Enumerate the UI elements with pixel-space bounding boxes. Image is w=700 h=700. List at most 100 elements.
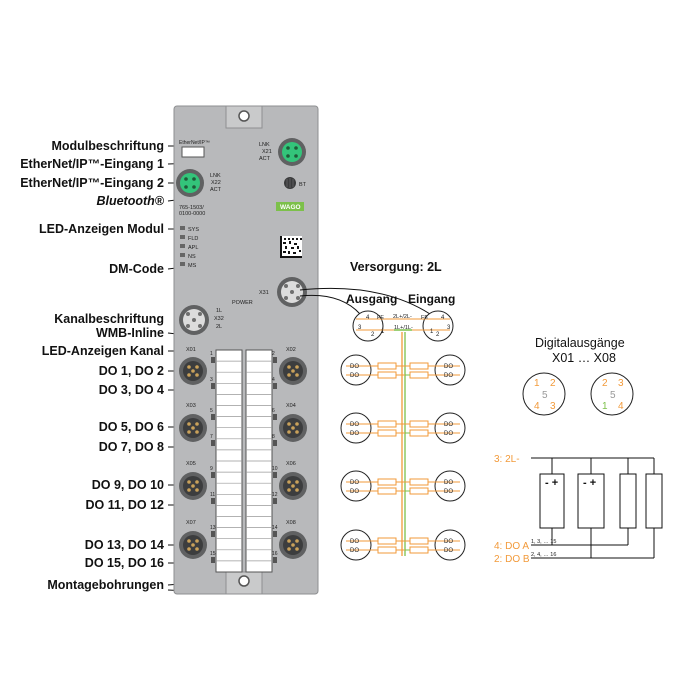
svg-text:1: 1 — [602, 401, 608, 412]
channel-number: 16 — [272, 551, 278, 557]
svg-text:2: 2 — [436, 332, 440, 338]
channel-number: 6 — [272, 408, 275, 414]
do-label: DO — [350, 539, 359, 545]
pinout-connector-a: 1 2 5 4 3 — [522, 372, 566, 416]
svg-text:2: 2 — [602, 378, 608, 389]
channel-number: 8 — [272, 434, 275, 440]
supply-fe-left: FE — [377, 315, 384, 321]
supply-arrows — [299, 287, 431, 315]
supply-eingang: Eingang — [408, 292, 456, 306]
do-label: DO — [350, 480, 359, 486]
x32-2l-text: 2L — [216, 324, 222, 330]
led-ms-text: MS — [188, 263, 197, 269]
output-port-x07 — [179, 531, 207, 559]
output-port-x04 — [279, 414, 307, 442]
svg-text:3: 3 — [618, 378, 624, 389]
channel-led — [211, 498, 215, 504]
do-label: DO — [444, 489, 453, 495]
channel-number: 4 — [272, 377, 275, 383]
port-label-x06: X06 — [286, 461, 296, 467]
output-port-x01 — [179, 357, 207, 385]
part-suffix: 0100-0000 — [179, 211, 205, 217]
svg-text:5: 5 — [542, 390, 548, 401]
pinout-connector-b: 2 3 5 1 4 — [590, 372, 634, 416]
channel-led — [273, 472, 277, 478]
load-circuit — [531, 457, 663, 559]
output-port-x06 — [279, 472, 307, 500]
module-brand-text: EtherNet/IP™ — [179, 140, 210, 146]
do-label: DO — [444, 431, 453, 437]
label-do-13-14: DO 13, DO 14 — [84, 538, 164, 552]
do-label: DO — [444, 480, 453, 486]
channel-led — [211, 557, 215, 563]
supply-ausgang: Ausgang — [346, 292, 398, 306]
module-leds — [180, 226, 185, 266]
port-label-x05: X05 — [186, 461, 196, 467]
port-label-x01: X01 — [186, 347, 196, 353]
output-port-x02 — [279, 357, 307, 385]
do-label: DO — [444, 373, 453, 379]
outputs-title: Digitalausgänge — [535, 336, 625, 350]
label-do-7-8: DO 7, DO 8 — [98, 440, 164, 454]
channel-number: 1 — [210, 351, 213, 357]
channel-number: 15 — [210, 551, 216, 557]
channel-number: 12 — [272, 492, 278, 498]
led-ns-text: NS — [188, 254, 196, 260]
supply-bus — [401, 332, 406, 556]
bluetooth-grille-icon — [286, 178, 294, 188]
channel-led — [273, 557, 277, 563]
x22-text: X22 — [211, 180, 221, 186]
module-marking-card — [181, 146, 205, 158]
port-x31 — [277, 277, 307, 307]
label-bluetooth: Bluetooth® — [96, 194, 164, 208]
pin-do-b-label: 2: DO B — [494, 554, 530, 565]
svg-text:5: 5 — [610, 390, 616, 401]
svg-text:2: 2 — [550, 378, 556, 389]
do-label: DO — [350, 373, 359, 379]
svg-text:- +: - + — [545, 477, 558, 489]
channel-number: 3 — [210, 377, 213, 383]
label-do-15-16: DO 15, DO 16 — [84, 556, 164, 570]
led-fld-text: FLD — [188, 236, 198, 242]
svg-text:3: 3 — [447, 325, 451, 331]
x31-text: X31 — [259, 290, 269, 296]
svg-text:3: 3 — [358, 325, 362, 331]
channel-led — [211, 357, 215, 363]
port-label-x08: X08 — [286, 520, 296, 526]
supply-title: Versorgung: 2L — [350, 260, 442, 274]
x32-text: X32 — [214, 316, 224, 322]
channel-led — [273, 498, 277, 504]
pin-list-b: 2, 4, … 16 — [531, 552, 556, 558]
svg-text:3: 3 — [550, 401, 556, 412]
channel-led — [211, 414, 215, 420]
x21-lnk-text: LNK — [259, 142, 270, 148]
do-label: DO — [444, 539, 453, 545]
label-montagebohrungen: Montagebohrungen — [47, 578, 164, 592]
label-ethernet-ip-input-2: EtherNet/IP™-Eingang 2 — [20, 176, 164, 190]
channel-number: 11 — [210, 492, 215, 498]
label-do-11-12: DO 11, DO 12 — [85, 498, 164, 512]
channel-led — [273, 531, 277, 537]
label-do-3-4: DO 3, DO 4 — [98, 383, 164, 397]
svg-text:1: 1 — [430, 329, 434, 335]
channel-number: 10 — [272, 466, 278, 472]
do-label: DO — [350, 422, 359, 428]
output-port-x08 — [279, 531, 307, 559]
power-text: POWER — [232, 300, 253, 306]
svg-text:1: 1 — [534, 378, 540, 389]
port-x22 — [176, 169, 204, 197]
x21-act-text: ACT — [259, 156, 271, 162]
do-label: DO — [444, 422, 453, 428]
channel-led — [211, 440, 215, 446]
port-label-x04: X04 — [286, 403, 296, 409]
do-label: DO — [350, 431, 359, 437]
port-label-x03: X03 — [186, 403, 196, 409]
part-number: 765-1503/ — [179, 205, 204, 211]
port-x32 — [179, 305, 209, 335]
supply-pins-bottom: 1L+/1L- — [394, 325, 413, 331]
do-label: DO — [444, 548, 453, 554]
